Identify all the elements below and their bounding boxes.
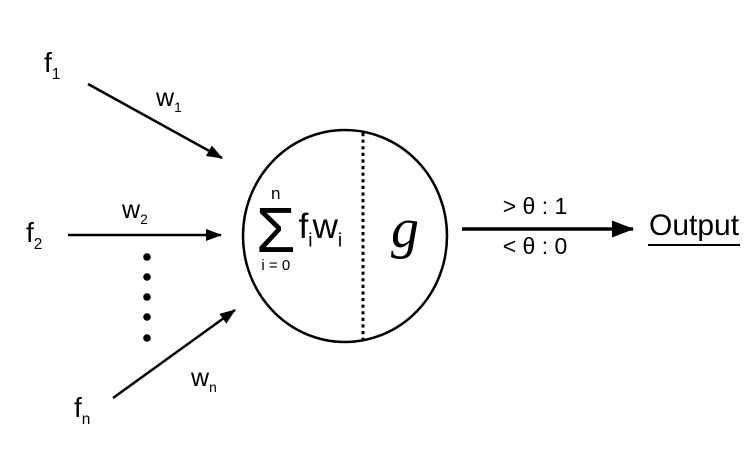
neuron-circle [241, 128, 449, 344]
summation-terms: fiwi [299, 209, 343, 251]
threshold-condition-below: < θ : 0 [502, 233, 568, 259]
weight-label-w2: w2 [122, 198, 148, 227]
weight-w1-subscript: 1 [174, 100, 182, 116]
ellipsis-dots [143, 253, 151, 342]
term-f-subscript: i [308, 230, 313, 252]
term-w-symbol: w [312, 207, 338, 247]
input-f2-subscript: 2 [33, 235, 43, 253]
input-f1-subscript: 1 [51, 65, 61, 83]
activation-function-g: g [391, 198, 419, 260]
term-w-subscript: i [337, 230, 343, 252]
sigma-with-limits: n Σ i = 0 [256, 185, 296, 273]
input-label-f1: f1 [44, 47, 61, 83]
weight-label-w1: w1 [156, 86, 182, 115]
sigma-upper-limit: n [271, 184, 281, 203]
threshold-condition-above: > θ : 1 [502, 193, 568, 219]
sigma-icon: Σ [256, 194, 296, 266]
sigma-lower-limit: i = 0 [261, 257, 291, 275]
weight-label-wn: wn [191, 366, 217, 395]
weight-wn-symbol: w [191, 364, 210, 392]
input-f1-symbol: f [44, 47, 52, 78]
input-label-f2: f2 [26, 217, 43, 253]
weight-wn-subscript: n [209, 380, 217, 396]
input-label-fn: fn [74, 392, 91, 428]
term-f-symbol: f [298, 207, 309, 247]
weight-w2-subscript: 2 [140, 212, 148, 228]
input-fn-subscript: n [81, 410, 91, 428]
input-arrow-n [112, 308, 236, 400]
weight-w1-symbol: w [156, 84, 175, 112]
summation-expression: n Σ i = 0 fiwi [256, 185, 342, 273]
output-label: Output [648, 211, 741, 246]
input-arrow-1 [87, 82, 223, 160]
input-f2-symbol: f [26, 217, 34, 248]
input-fn-symbol: f [74, 392, 82, 423]
weight-w2-symbol: w [122, 196, 141, 224]
